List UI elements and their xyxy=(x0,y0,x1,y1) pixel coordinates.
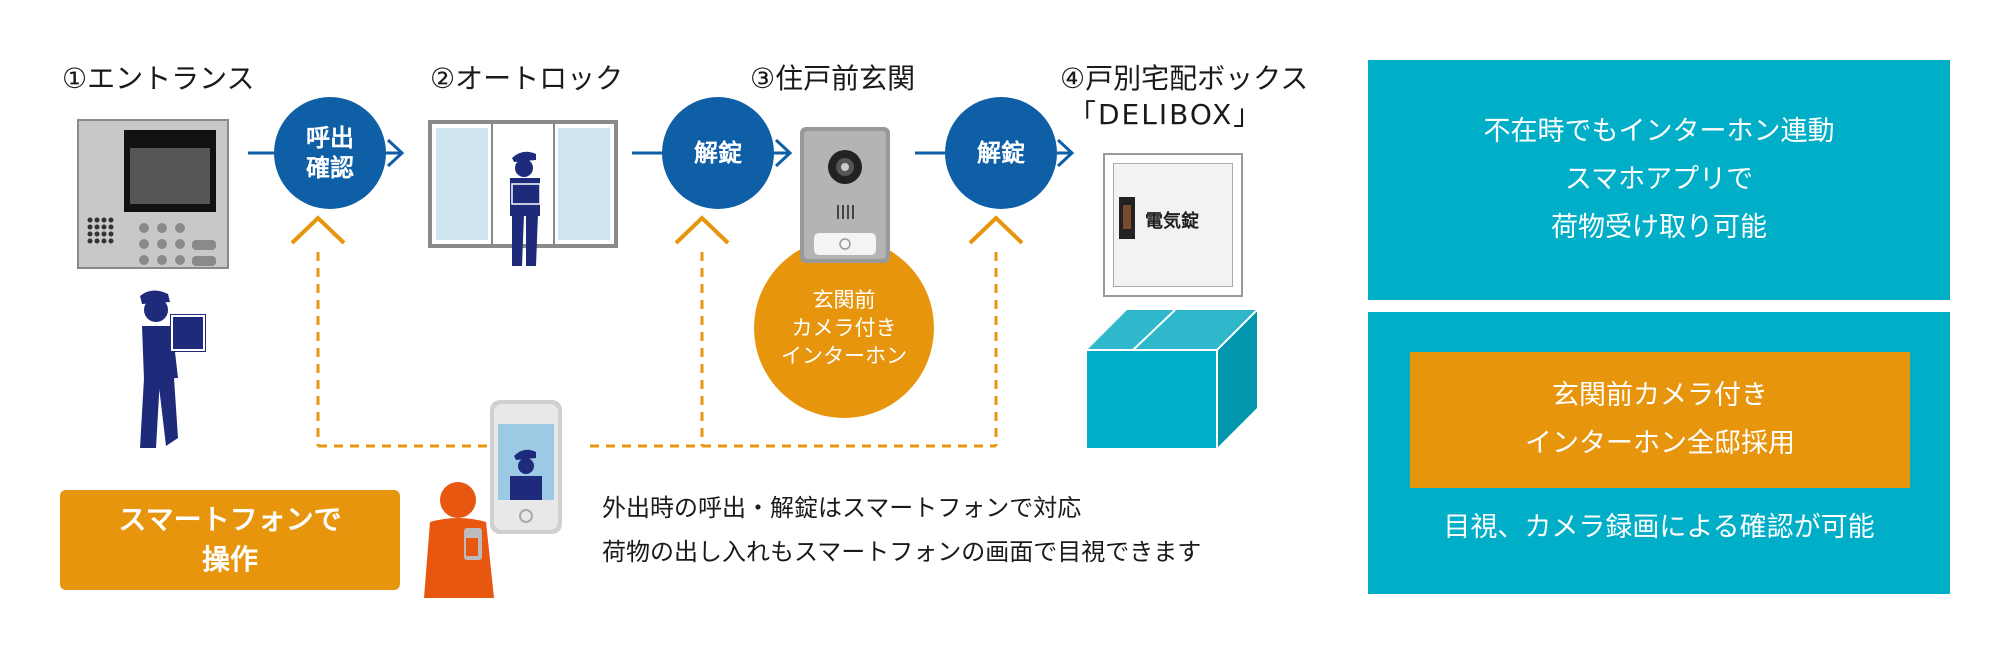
call-label-line1: 呼出 xyxy=(306,124,354,152)
intercom-line2: カメラ付き xyxy=(791,316,897,340)
call-label-line2: 確認 xyxy=(306,154,354,182)
package-box-icon xyxy=(1087,309,1258,448)
step-2-title: ②オートロック xyxy=(430,62,624,95)
call-confirm-circle: 呼出 確認 xyxy=(274,97,386,209)
camera-intercom-panel: 玄関前カメラ付き インターホン全邸採用 目視、カメラ録画による確認が可能 xyxy=(1368,312,1950,594)
delibox-icon: 電気錠 xyxy=(1103,153,1243,297)
panel-top-line3: 荷物受け取り可能 xyxy=(1551,212,1767,243)
step-4-subtitle: 「DELIBOX」 xyxy=(1068,98,1264,131)
panel-top-line2: スマホアプリで xyxy=(1564,164,1754,195)
smartphone-icon xyxy=(490,400,562,534)
badge-line2: 操作 xyxy=(201,543,258,576)
intercom-line3: インターホン xyxy=(781,344,907,368)
smartphone-operation-badge: スマートフォンで 操作 xyxy=(60,490,400,590)
description-line1: 外出時の呼出・解錠はスマートフォンで対応 xyxy=(602,494,1082,522)
camera-intercom-highlight: 玄関前カメラ付き インターホン全邸採用 xyxy=(1410,352,1910,488)
step-3-title: ③住戸前玄関 xyxy=(750,62,916,95)
step-4-title: ④戸別宅配ボックス xyxy=(1060,62,1309,95)
delivery-person-icon xyxy=(140,290,206,448)
intercom-line1: 玄関前 xyxy=(812,288,876,312)
entrance-panel-icon xyxy=(77,119,229,269)
autolock-door-icon xyxy=(428,120,618,266)
highlight-line2: インターホン全邸採用 xyxy=(1525,428,1795,459)
unlock-label-1: 解錠 xyxy=(694,139,742,167)
badge-line1: スマートフォンで xyxy=(118,503,342,536)
panel-top-line1: 不在時でもインターホン連動 xyxy=(1483,116,1835,147)
panel-bottom-caption: 目視、カメラ録画による確認が可能 xyxy=(1443,512,1875,543)
unlock-label-2: 解錠 xyxy=(977,139,1025,167)
unlock-circle-2: 解錠 xyxy=(945,97,1057,209)
highlight-line1: 玄関前カメラ付き xyxy=(1552,380,1768,411)
remote-receive-panel: 不在時でもインターホン連動 スマホアプリで 荷物受け取り可能 xyxy=(1368,60,1950,300)
door-intercom-icon xyxy=(800,127,890,263)
person-with-phone-icon xyxy=(424,482,494,598)
lock-icon xyxy=(1119,197,1135,239)
description-line2: 荷物の出し入れもスマートフォンの画面で目視できます xyxy=(602,538,1202,566)
electric-lock-label: 電気錠 xyxy=(1145,211,1199,232)
step-1-title: ①エントランス xyxy=(62,62,255,95)
intercom-circle: 玄関前 カメラ付き インターホン xyxy=(754,238,934,418)
unlock-circle-1: 解錠 xyxy=(662,97,774,209)
